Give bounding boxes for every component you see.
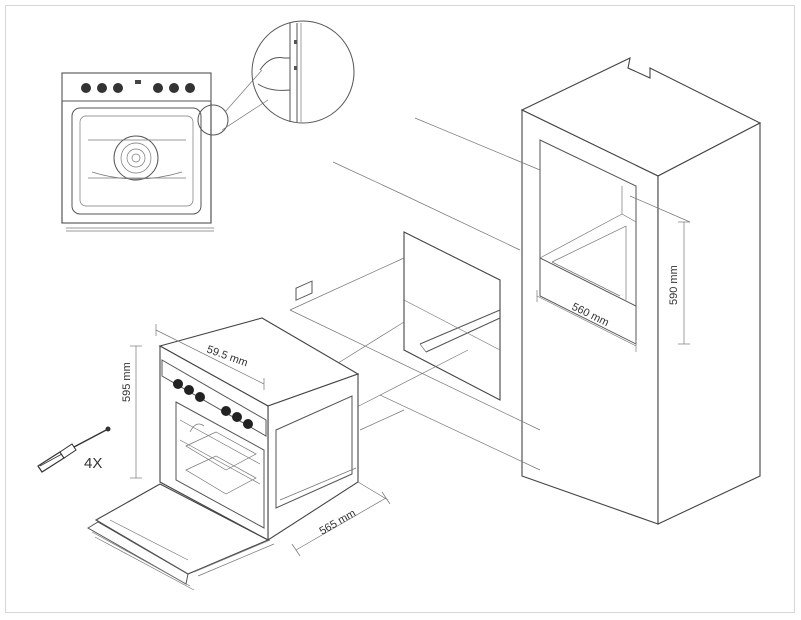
niche-back-panel [403,231,501,401]
screw-count-label: 4X [84,455,102,472]
inset-fan [113,135,159,181]
guide-lines [289,117,541,471]
oven-isometric [87,280,360,591]
niche-height-label: 590 mm [668,265,680,305]
oven-height-label: 595 mm [121,362,133,402]
magnified-detail [251,20,355,124]
inset-knobs [81,80,195,93]
inset-detail-marker [197,104,229,136]
inset-oven-front-view [61,69,269,232]
oven-knobs [173,379,253,429]
oven-depth-label: 565 mm [318,507,358,537]
cabinet-column [520,57,762,525]
screwdriver-icon [37,426,111,473]
